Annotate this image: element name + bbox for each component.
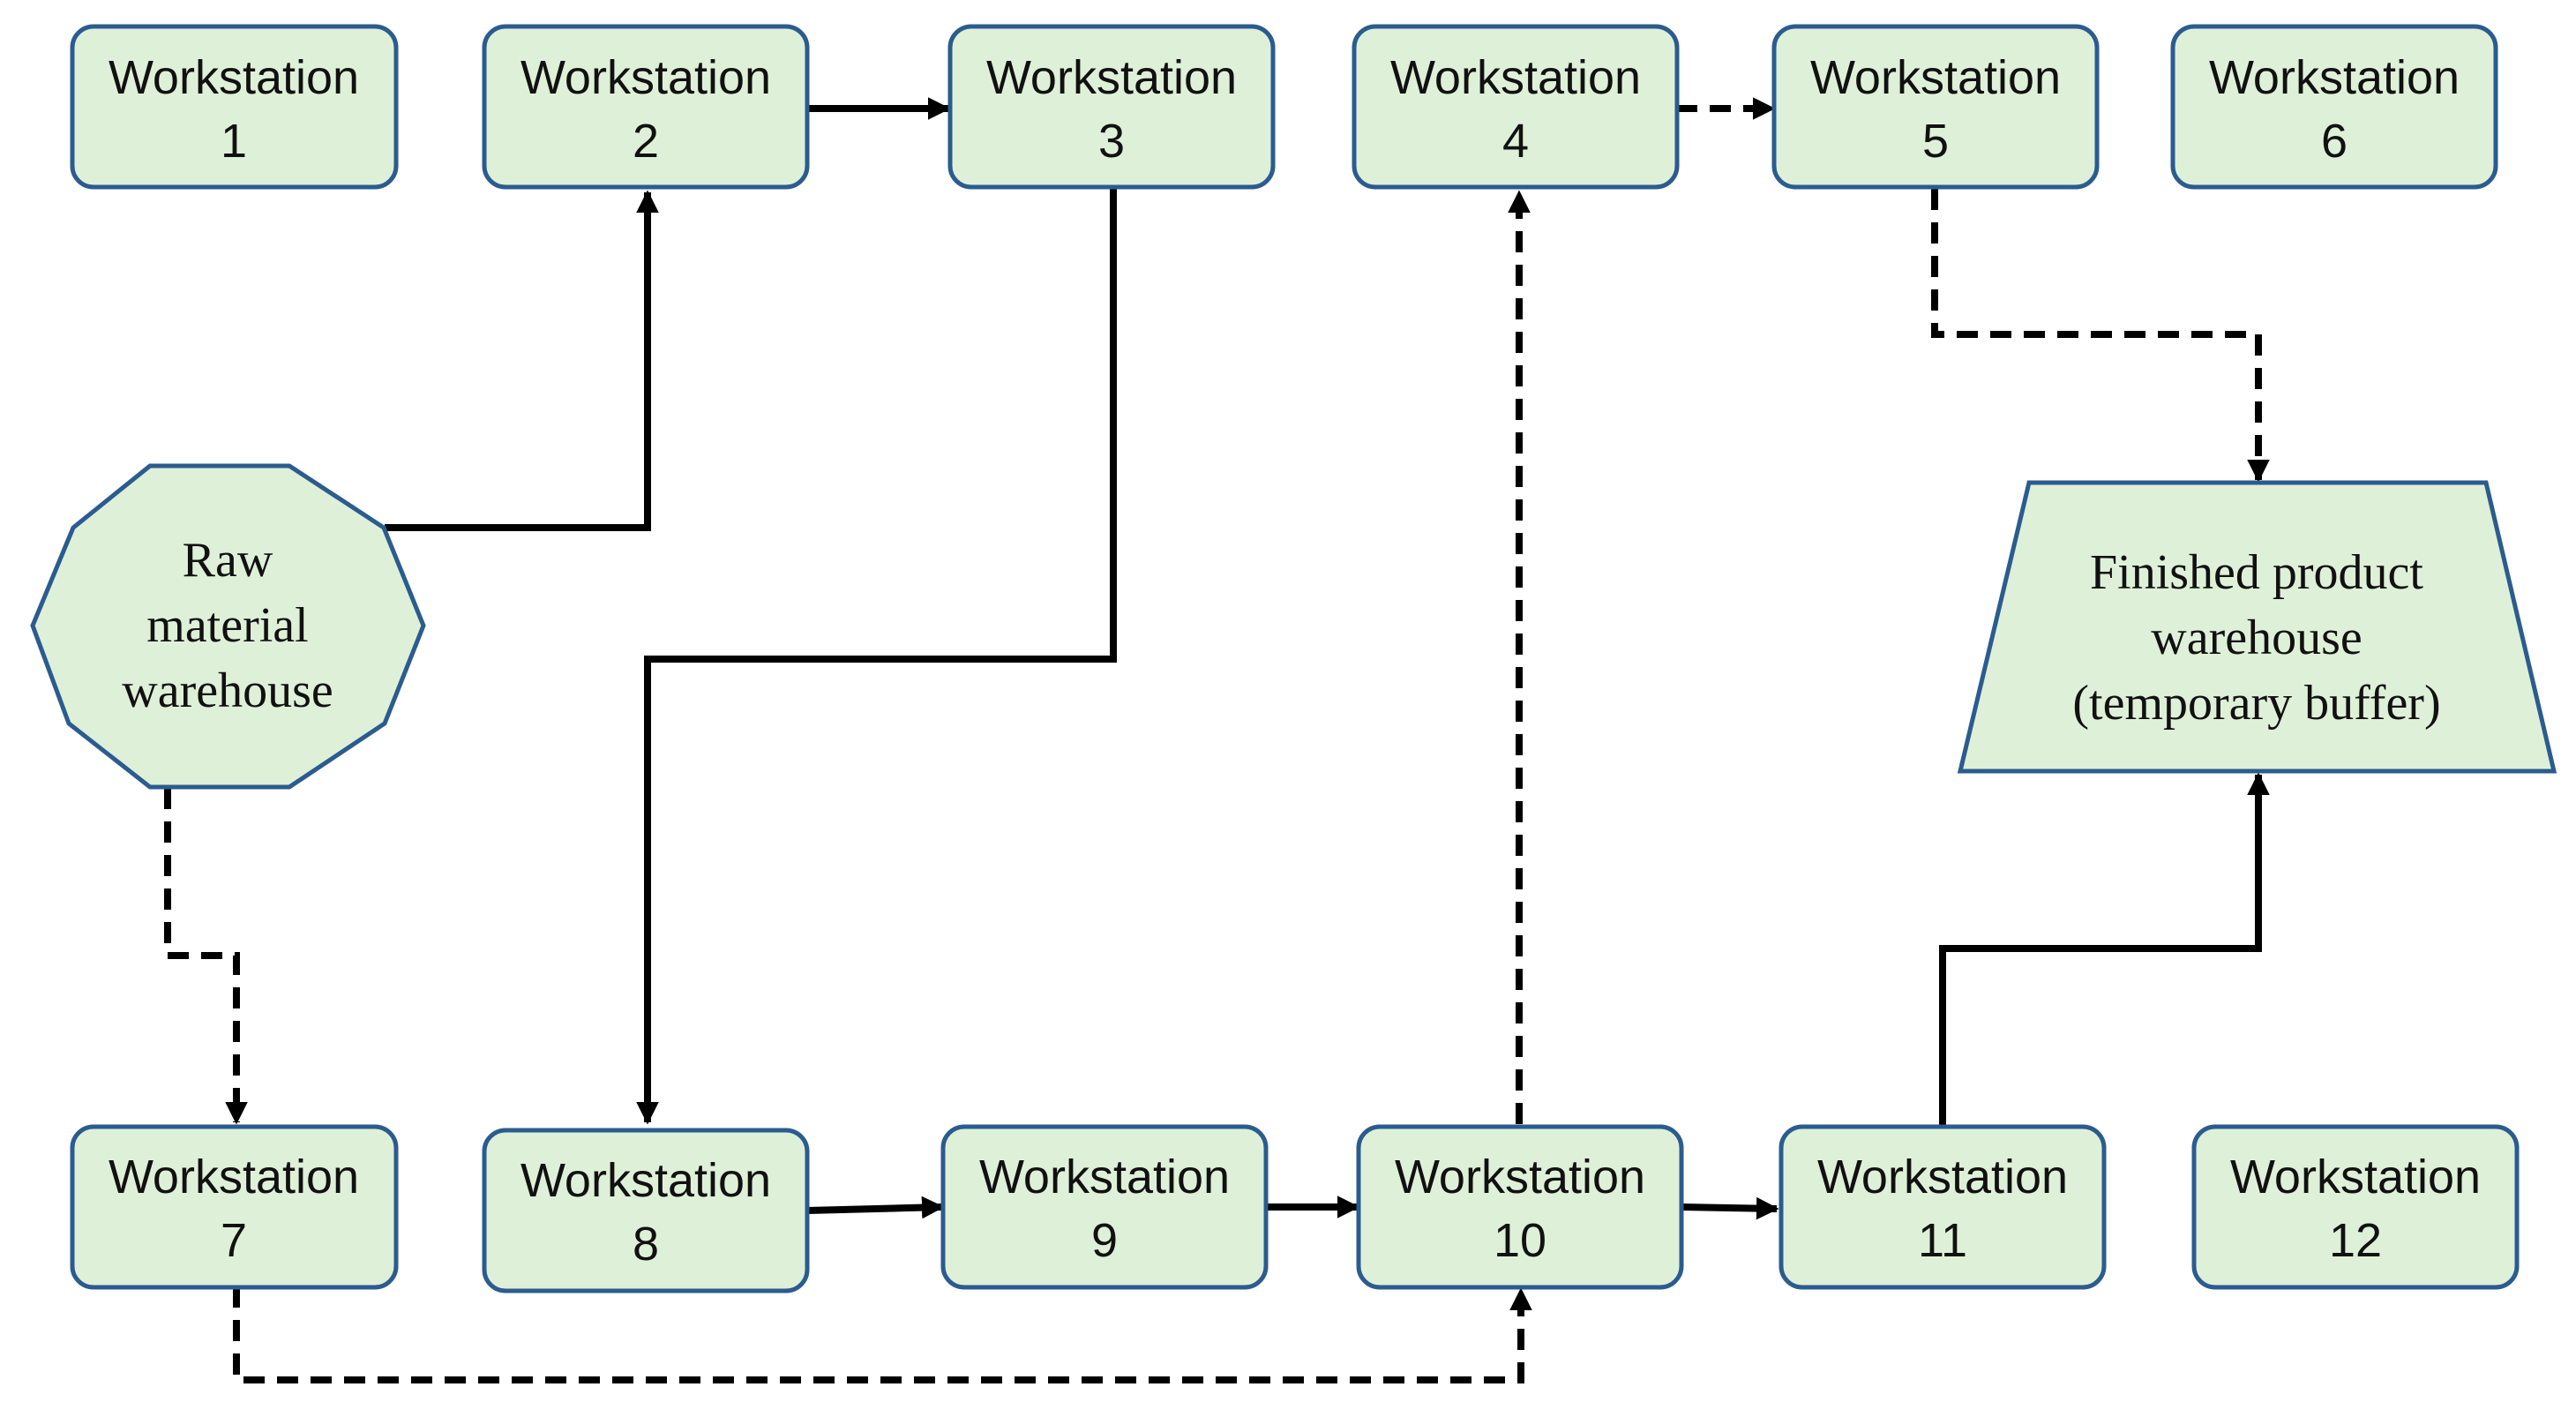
workstation-3: Workstation 3: [947, 24, 1276, 190]
workstation-5-label: Workstation: [1810, 51, 2061, 104]
flow-ws10-to-ws11: [1681, 1196, 1779, 1220]
finished-product-warehouse-line-3: (temporary buffer): [2072, 676, 2440, 731]
workstation-4-number: 4: [1502, 115, 1529, 168]
workstation-12-label: Workstation: [2230, 1151, 2481, 1203]
workstation-7-number: 7: [221, 1214, 247, 1267]
raw-material-warehouse-line-1: Raw: [183, 533, 273, 588]
workstation-3-number: 3: [1098, 115, 1125, 168]
flow-raw-to-ws7: [164, 788, 248, 1125]
workstation-1-number: 1: [221, 115, 247, 168]
flow-connectors: [164, 97, 2270, 1383]
workstation-8-number: 8: [633, 1218, 659, 1271]
flow-ws7-to-ws10: [233, 1286, 1532, 1383]
raw-material-warehouse-line-2: material: [146, 598, 308, 653]
workstation-9-label: Workstation: [979, 1151, 1230, 1203]
workstation-5-number: 5: [1922, 115, 1949, 168]
flow-ws11-to-finished: [1939, 772, 2270, 1127]
workstation-4-label: Workstation: [1390, 51, 1641, 104]
workstation-9-number: 9: [1091, 1214, 1118, 1267]
workstation-2-number: 2: [633, 115, 659, 168]
workstation-1: Workstation 1: [70, 24, 399, 190]
workstation-5: Workstation 5: [1771, 24, 2100, 190]
workstation-7-label: Workstation: [109, 1151, 359, 1203]
workstation-11: Workstation 11: [1778, 1124, 2107, 1290]
raw-material-warehouse: Raw material warehouse: [30, 463, 426, 790]
workstation-2-label: Workstation: [520, 51, 771, 104]
workstation-9: Workstation 9: [940, 1124, 1269, 1290]
flow-ws3-to-ws8: [636, 189, 1117, 1125]
finished-product-warehouse: Finished product warehouse (temporary bu…: [1957, 480, 2557, 774]
flow-ws8-to-ws9: [806, 1196, 945, 1219]
workstation-6-number: 6: [2321, 115, 2348, 168]
workstation-10: Workstation 10: [1356, 1124, 1684, 1290]
workstation-10-number: 10: [1494, 1214, 1546, 1267]
workstation-3-label: Workstation: [986, 51, 1237, 104]
workstation-12-number: 12: [2329, 1214, 2382, 1267]
workstation-12: Workstation 12: [2191, 1124, 2520, 1290]
workstation-6-label: Workstation: [2209, 51, 2460, 104]
workstation-1-label: Workstation: [109, 51, 359, 104]
workstation-11-label: Workstation: [1817, 1151, 2068, 1203]
raw-material-warehouse-line-3: warehouse: [122, 664, 333, 718]
workstation-8: Workstation 8: [482, 1128, 810, 1293]
workstation-2: Workstation 2: [482, 24, 810, 190]
flow-raw-to-ws2: [385, 190, 659, 531]
workstation-11-number: 11: [1918, 1214, 1967, 1267]
workstation-10-label: Workstation: [1395, 1151, 1645, 1203]
workstation-7: Workstation 7: [70, 1124, 399, 1290]
workstation-8-label: Workstation: [520, 1154, 771, 1207]
workstation-4: Workstation 4: [1352, 24, 1680, 190]
flow-ws5-to-finished: [1931, 189, 2270, 483]
finished-product-warehouse-line-1: Finished product: [2090, 545, 2423, 600]
workstation-6: Workstation 6: [2170, 24, 2498, 190]
finished-product-warehouse-line-2: warehouse: [2151, 611, 2362, 665]
